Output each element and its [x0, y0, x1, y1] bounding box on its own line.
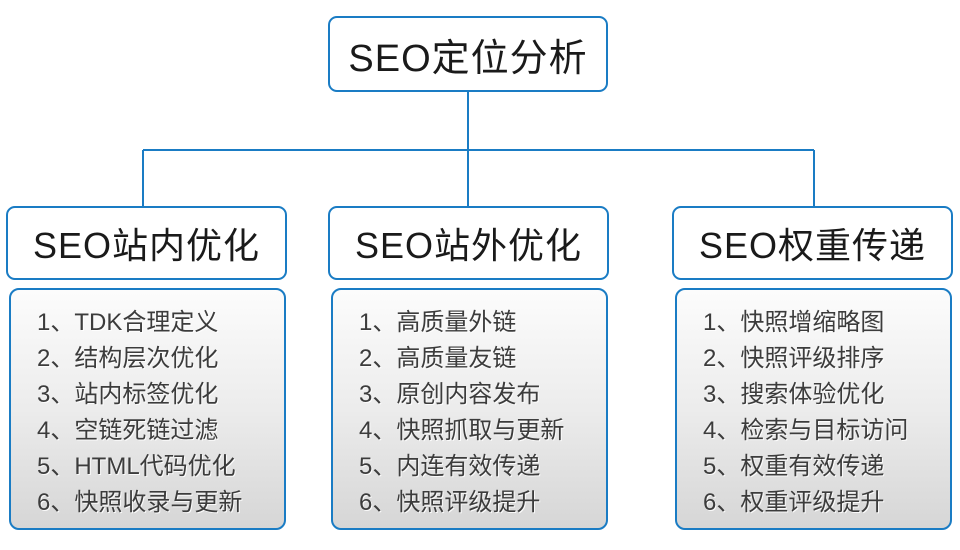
list-item: 5、内连有效传递 — [359, 453, 541, 480]
list-item: 4、空链死链过滤 — [37, 417, 219, 444]
list-item: 1、TDK合理定义 — [37, 309, 219, 336]
list-item: 6、权重评级提升 — [703, 489, 885, 516]
root-node-seo-positioning: SEO定位分析 — [328, 16, 608, 92]
branch-header-weight-transfer: SEO权重传递 — [672, 206, 953, 280]
branch-list-offsite: 1、高质量外链 2、高质量友链 3、原创内容发布 4、快照抓取与更新 5、内连有… — [331, 288, 608, 530]
list-item: 3、原创内容发布 — [359, 381, 541, 408]
branch-list-weight-transfer: 1、快照增缩略图 2、快照评级排序 3、搜索体验优化 4、检索与目标访问 5、权… — [675, 288, 952, 530]
branch-header-onsite: SEO站内优化 — [6, 206, 287, 280]
list-item: 5、权重有效传递 — [703, 453, 885, 480]
list-item: 3、搜索体验优化 — [703, 381, 885, 408]
onsite-item-list: 1、TDK合理定义 2、结构层次优化 3、站内标签优化 4、空链死链过滤 5、H… — [37, 305, 274, 521]
list-item: 1、高质量外链 — [359, 309, 517, 336]
list-item: 2、高质量友链 — [359, 345, 517, 372]
list-item: 2、结构层次优化 — [37, 345, 219, 372]
offsite-item-list: 1、高质量外链 2、高质量友链 3、原创内容发布 4、快照抓取与更新 5、内连有… — [359, 305, 596, 521]
list-item: 4、检索与目标访问 — [703, 417, 909, 444]
list-item: 5、HTML代码优化 — [37, 453, 236, 480]
list-item: 1、快照增缩略图 — [703, 309, 885, 336]
list-item: 4、快照抓取与更新 — [359, 417, 565, 444]
weight-transfer-item-list: 1、快照增缩略图 2、快照评级排序 3、搜索体验优化 4、检索与目标访问 5、权… — [703, 305, 940, 521]
list-item: 2、快照评级排序 — [703, 345, 885, 372]
branch-header-offsite: SEO站外优化 — [328, 206, 609, 280]
list-item: 3、站内标签优化 — [37, 381, 219, 408]
branch-list-onsite: 1、TDK合理定义 2、结构层次优化 3、站内标签优化 4、空链死链过滤 5、H… — [9, 288, 286, 530]
list-item: 6、快照评级提升 — [359, 489, 541, 516]
list-item: 6、快照收录与更新 — [37, 489, 243, 516]
